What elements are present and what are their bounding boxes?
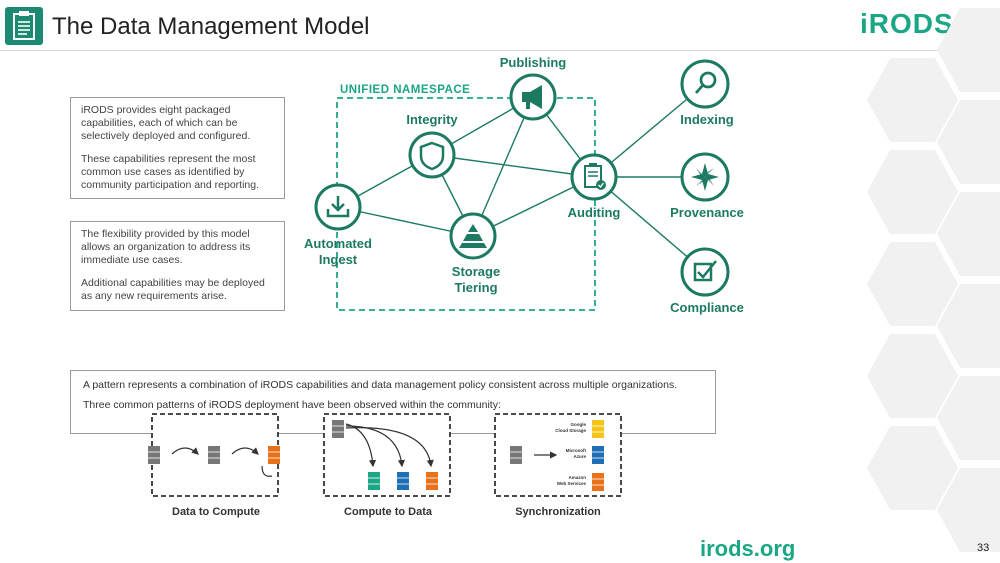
publishing-label: Publishing [500,55,567,70]
aws-storage-icon [592,473,604,491]
compliance-label: Compliance [670,300,744,315]
page-title: The Data Management Model [52,13,370,40]
automated-ingest-label-line1: Automated [304,236,372,251]
synchronization-pattern: Google Cloud Storage Microsoft Azure Ama… [494,413,622,497]
google-label-line1: Google [571,422,587,427]
server-icon [510,446,522,464]
azure-label-line1: Microsoft [566,448,587,453]
patterns-line-1: A pattern represents a combination of iR… [83,379,678,391]
storage-tiering-label-line1: Storage [452,264,500,279]
aws-label-line2: Web Services [557,481,587,486]
compliance-node [680,247,730,297]
publishing-node [509,73,557,121]
shield-icon [419,141,445,171]
download-icon [326,196,350,218]
synchronization-label: Synchronization [515,506,601,518]
slide-header [0,0,1000,50]
server-icon [208,446,220,464]
clipboard-icon [5,7,43,45]
flexibility-text-box: The flexibility provided by this model a… [70,221,285,311]
auditing-label: Auditing [568,205,621,220]
indexing-label: Indexing [680,112,734,127]
indexing-node [680,59,730,109]
footer-url[interactable]: irods.org [700,536,796,561]
compute-node-orange-icon [426,472,438,490]
intro-paragraph-1: iRODS provides eight packaged capabiliti… [81,104,251,142]
data-to-compute-label: Data to Compute [172,506,260,518]
aws-label-line1: Amazon [568,475,586,480]
pyramid-icon [459,224,487,248]
automated-ingest-node [314,183,362,231]
compute-node-teal-icon [368,472,380,490]
flexibility-paragraph-2: Additional capabilities may be deployed … [81,277,265,302]
intro-paragraph-2: These capabilities represent the most co… [81,153,260,191]
magnifier-icon [694,71,717,94]
azure-storage-icon [592,446,604,464]
google-storage-icon [592,420,604,438]
data-to-compute-pattern [148,413,280,497]
provenance-label: Provenance [670,205,744,220]
azure-label-line2: Azure [573,454,586,459]
integrity-node [408,131,456,179]
megaphone-icon [522,85,542,109]
auditing-node [570,153,618,201]
google-label-line2: Cloud Storage [555,428,586,433]
server-icon [148,446,160,464]
provenance-node [680,152,730,202]
server-icon [332,420,344,438]
page-number: 33 [977,542,990,554]
storage-tiering-node [449,212,497,260]
flexibility-paragraph-1: The flexibility provided by this model a… [81,228,251,266]
intro-text-box: iRODS provides eight packaged capabiliti… [70,97,285,199]
storage-tiering-label-line2: Tiering [454,280,497,295]
patterns-line-2: Three common patterns of iRODS deploymen… [83,399,501,411]
compute-node-blue-icon [397,472,409,490]
unified-namespace-label: UNIFIED NAMESPACE [340,84,470,96]
integrity-label: Integrity [406,112,458,127]
compass-icon [691,163,719,191]
compute-server-icon [268,446,280,464]
header-divider [0,50,1000,51]
automated-ingest-label-line2: Ingest [319,252,358,267]
compute-to-data-pattern [323,413,451,497]
compute-to-data-label: Compute to Data [344,506,433,518]
audit-clipboard-icon [584,163,606,190]
checkbox-icon [693,260,717,282]
irods-logo: iRODS [860,8,954,39]
